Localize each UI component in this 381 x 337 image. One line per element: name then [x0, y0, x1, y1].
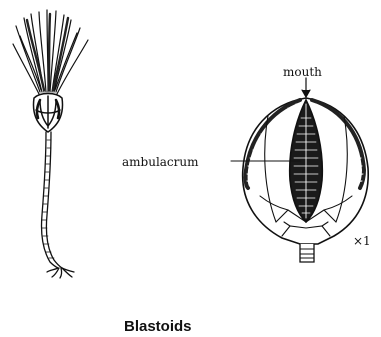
figure-caption: Blastoids: [124, 318, 192, 335]
stem-stub: [300, 244, 314, 262]
mouth-pointer: [302, 78, 310, 97]
scale-label: ×1: [353, 234, 371, 248]
blastoid-theca-detail-drawing: [231, 78, 368, 262]
holdfast-roots: [47, 268, 74, 278]
stem: [41, 132, 62, 268]
blastoid-whole-animal-drawing: [13, 10, 88, 278]
theca: [34, 94, 63, 133]
ambulacrum-label: ambulacrum: [122, 155, 199, 169]
mouth-label: mouth: [283, 65, 322, 79]
